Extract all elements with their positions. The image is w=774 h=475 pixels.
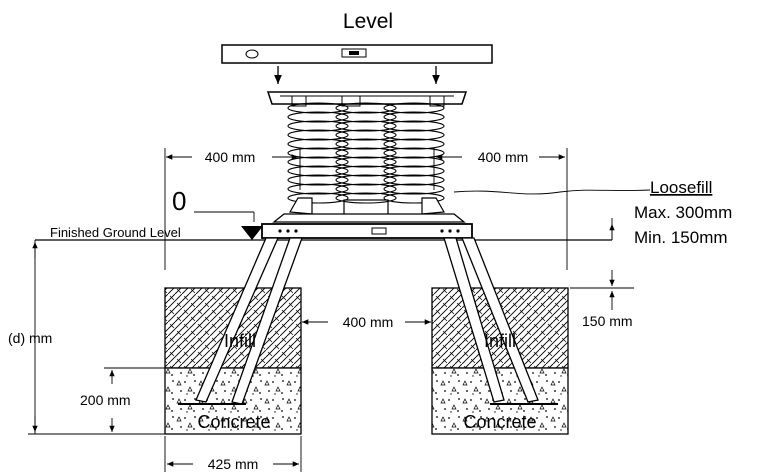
loosefill-min: Min. 150mm [634,228,728,247]
spring-coil-1 [287,102,349,114]
infill-right-label: Infill [484,331,516,351]
spring-coil-1 [287,174,349,186]
spring-coil-2 [335,129,397,141]
spring-coil-1 [287,129,349,141]
spring-coil-2 [335,111,397,123]
dimension-150 [570,270,634,310]
spring-coils [287,102,445,204]
spring-coil-2 [335,147,397,159]
dim-400-right-top-label: 400 mm [478,149,529,165]
right-footing [431,287,569,435]
spring-coil-2 [335,183,397,195]
zero-reference-label: 0 [172,186,186,216]
spring-coil-3 [383,111,445,123]
spring-coil-2 [335,102,397,114]
base-assembly [261,197,473,239]
level-label: Level [343,10,393,33]
dimension-425 [164,436,302,472]
dim-150-label: 150 mm [582,313,633,329]
level-arrows [274,66,440,84]
spring-coil-1 [287,111,349,123]
zero-level-marker [194,211,263,240]
spring-coil-2 [335,165,397,177]
dimension-400-left-top [164,148,301,270]
spring-coil-1 [287,147,349,159]
spring-coil-2 [335,138,397,150]
spring-coil-3 [383,129,445,141]
spring-coil-2 [335,156,397,168]
top-plate [266,91,468,107]
loosefill-leader [453,189,651,195]
spring-coil-1 [287,165,349,177]
concrete-right-label: Concrete [463,412,536,432]
concrete-left-label: Concrete [197,412,270,432]
loosefill-title: Loosefill [650,178,712,197]
spirit-level [221,44,493,64]
dim-400-middle-label: 400 mm [343,314,394,330]
spring-coil-3 [383,102,445,114]
dimension-d [28,240,165,435]
dim-d-label: (d) mm [8,330,52,346]
dimension-200 [104,367,165,432]
support-legs [178,237,558,405]
spring-coil-3 [383,165,445,177]
spring-coil-1 [287,138,349,150]
finished-ground-level-label: Finished Ground Level [50,225,181,240]
spring-coil-1 [287,120,349,132]
infill-left-label: Infill [224,331,256,351]
dim-425-label: 425 mm [208,456,259,472]
spring-coil-3 [383,120,445,132]
spring-coil-3 [383,156,445,168]
dim-400-left-top-label: 400 mm [205,149,256,165]
spring-coil-3 [383,192,445,204]
spring-coil-3 [383,147,445,159]
spring-coil-3 [383,138,445,150]
dim-200-label: 200 mm [80,392,131,408]
spring-coil-2 [335,174,397,186]
spring-coil-1 [287,192,349,204]
dimension-400-right-top [433,148,568,270]
spring-coil-2 [335,120,397,132]
spring-coil-1 [287,183,349,195]
loosefill-max: Max. 300mm [634,203,732,222]
spring-coil-2 [335,192,397,204]
spring-coil-3 [383,183,445,195]
spring-coil-1 [287,156,349,168]
spring-coil-3 [383,174,445,186]
